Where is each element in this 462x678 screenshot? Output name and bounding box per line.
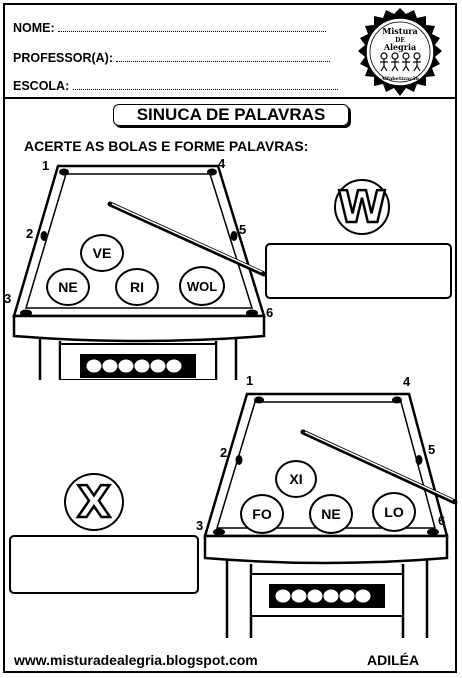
pocket-number: 6 [438,513,446,528]
answer-box[interactable] [9,535,199,594]
pocket-number: 3 [4,291,12,306]
syllable-ball[interactable]: LO [372,492,416,532]
header: NOME: PROFESSOR(A): ESCOLA: [3,3,457,99]
letter-ball: X [64,473,124,531]
logo-line2: DE [395,37,405,44]
pocket-number: 3 [196,518,204,533]
pocket-number: 1 [42,158,50,173]
pool-cue-icon [107,201,267,277]
pocket-number: 5 [428,442,436,457]
page-frame [3,3,457,673]
school-field[interactable] [72,79,338,90]
pocket-number: 2 [26,226,34,241]
name-field[interactable] [58,21,327,32]
teacher-label: PROFESSOR(A): [13,51,113,65]
syllable-ball[interactable]: VE [80,234,124,272]
website-link[interactable]: www.misturadealegria.blogspot.com [14,652,258,668]
teacher-field[interactable] [116,51,331,62]
letter-w: W [336,180,387,234]
worksheet-title: SINUCA DE PALAVRAS [113,104,349,126]
syllable-ball[interactable]: FO [240,494,284,534]
kids-logo-icon: Mistura DE Alegria Alfabetização [358,8,442,96]
author-name: ADILÉA [367,652,420,668]
pocket-number: 6 [266,305,274,320]
name-line: NOME: [13,21,327,35]
pocket-number: 2 [220,445,228,460]
letter-ball: W [334,179,390,235]
school-label: ESCOLA: [13,79,70,93]
syllable-ball[interactable]: XI [275,460,317,498]
name-label: NOME: [13,21,55,35]
syllable-ball[interactable]: WOL [179,266,225,306]
syllable-ball[interactable]: NE [309,494,353,534]
syllable-ball[interactable]: RI [115,268,159,306]
answer-box[interactable] [265,243,452,299]
pocket-number: 4 [403,374,411,389]
logo-line1: Mistura [382,26,417,36]
syllable-ball[interactable]: NE [46,268,90,306]
instruction-text: ACERTE AS BOLAS E FORME PALAVRAS: [24,138,309,154]
pocket-number: 1 [246,373,254,388]
letter-x: X [76,475,112,529]
logo-line3: Alegria [383,42,416,52]
teacher-line: PROFESSOR(A): [13,51,331,65]
pocket-number: 4 [218,156,226,171]
logo-line4: Alfabetização [380,75,419,82]
school-line: ESCOLA: [13,79,338,93]
pocket-number: 5 [239,222,247,237]
pool-cue-icon [300,429,458,505]
